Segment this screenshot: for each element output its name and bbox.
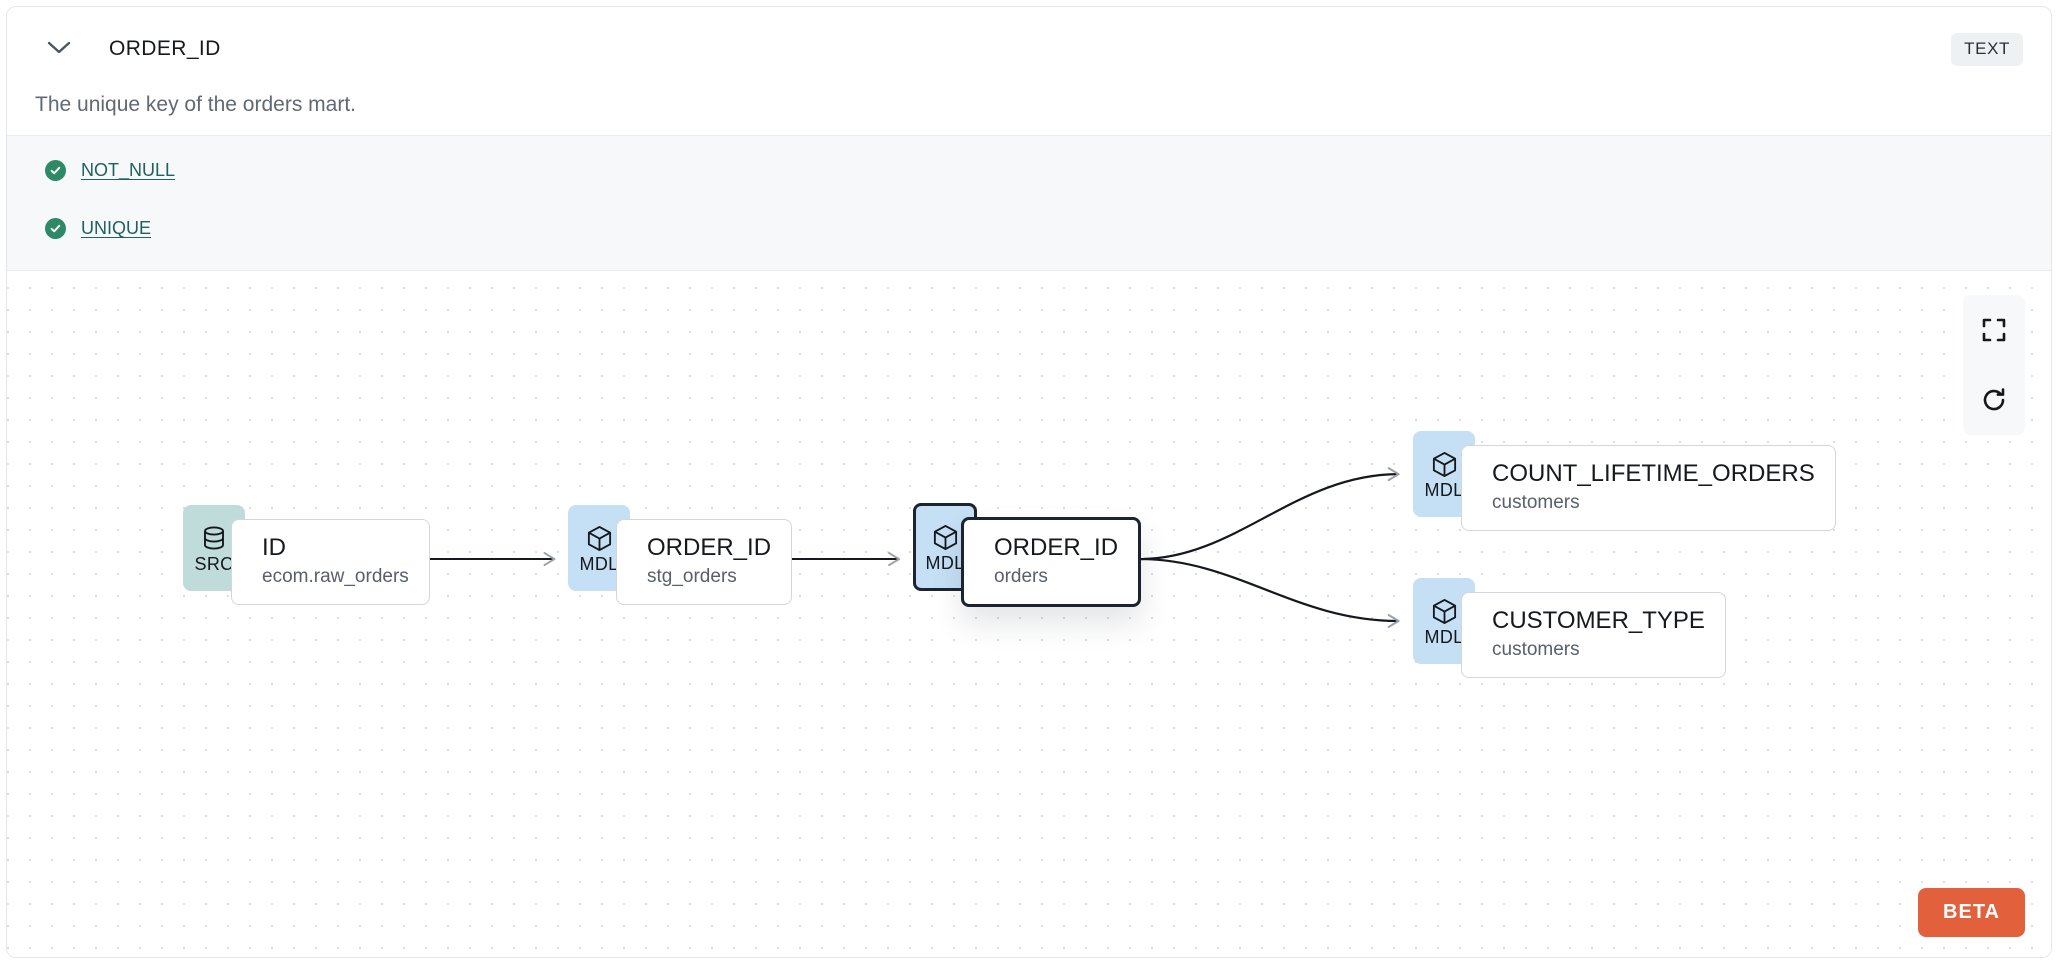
page-title: ORDER_ID: [109, 37, 221, 60]
column-type-badge: TEXT: [1951, 33, 2023, 66]
node-name: ID: [262, 534, 286, 561]
cube-icon: [933, 524, 957, 550]
refresh-icon: [1981, 387, 2007, 413]
test-row[interactable]: UNIQUE: [45, 218, 151, 239]
node-badge-label: MDL: [1424, 626, 1464, 647]
cube-icon: [1432, 598, 1456, 624]
column-detail-card: ORDER_ID TEXT The unique key of the orde…: [6, 6, 2052, 958]
test-link[interactable]: UNIQUE: [81, 218, 152, 238]
node-badge-label: MDL: [1424, 479, 1464, 500]
check-circle-icon: [45, 160, 66, 181]
node-name: ORDER_ID: [994, 534, 1119, 561]
chevron-down-icon[interactable]: [45, 39, 73, 55]
canvas-toolbar: [1963, 295, 2025, 435]
node-subtitle: customers: [1492, 492, 1580, 514]
node-badge-label: MDL: [925, 552, 965, 573]
column-description: The unique key of the orders mart.: [35, 93, 356, 116]
node-badge-label: MDL: [579, 553, 619, 574]
node-body: COUNT_LIFETIME_ORDERS customers: [1461, 445, 1836, 532]
node-body: CUSTOMER_TYPE customers: [1461, 592, 1726, 679]
node-subtitle: customers: [1492, 639, 1580, 661]
beta-badge[interactable]: BETA: [1918, 888, 2025, 937]
node-body: ORDER_ID orders: [961, 517, 1142, 608]
node-subtitle: stg_orders: [647, 566, 737, 588]
node-subtitle: ecom.raw_orders: [262, 566, 409, 588]
node-body: ID ecom.raw_orders: [231, 519, 430, 606]
test-link[interactable]: NOT_NULL: [81, 160, 176, 180]
cube-icon: [1432, 451, 1456, 477]
lineage-canvas[interactable]: SRC ID ecom.raw_orders MDL ORDER_ID stg_…: [7, 271, 2051, 957]
node-badge-label: SRC: [194, 553, 234, 574]
refresh-button[interactable]: [1963, 365, 2025, 435]
node-body: ORDER_ID stg_orders: [616, 519, 793, 606]
node-name: COUNT_LIFETIME_ORDERS: [1492, 460, 1815, 487]
tests-section: NOT_NULL UNIQUE: [7, 135, 2051, 271]
cube-icon: [587, 525, 611, 551]
node-subtitle: orders: [994, 566, 1048, 588]
card-header: ORDER_ID TEXT: [7, 7, 2051, 79]
node-name: CUSTOMER_TYPE: [1492, 607, 1705, 634]
test-row[interactable]: NOT_NULL: [45, 160, 175, 181]
fit-view-icon: [1981, 317, 2007, 343]
fit-view-button[interactable]: [1963, 295, 2025, 365]
lineage-edges: [358, 467, 1400, 628]
node-name: ORDER_ID: [647, 534, 772, 561]
check-circle-icon: [45, 218, 66, 239]
database-icon: [204, 525, 224, 550]
